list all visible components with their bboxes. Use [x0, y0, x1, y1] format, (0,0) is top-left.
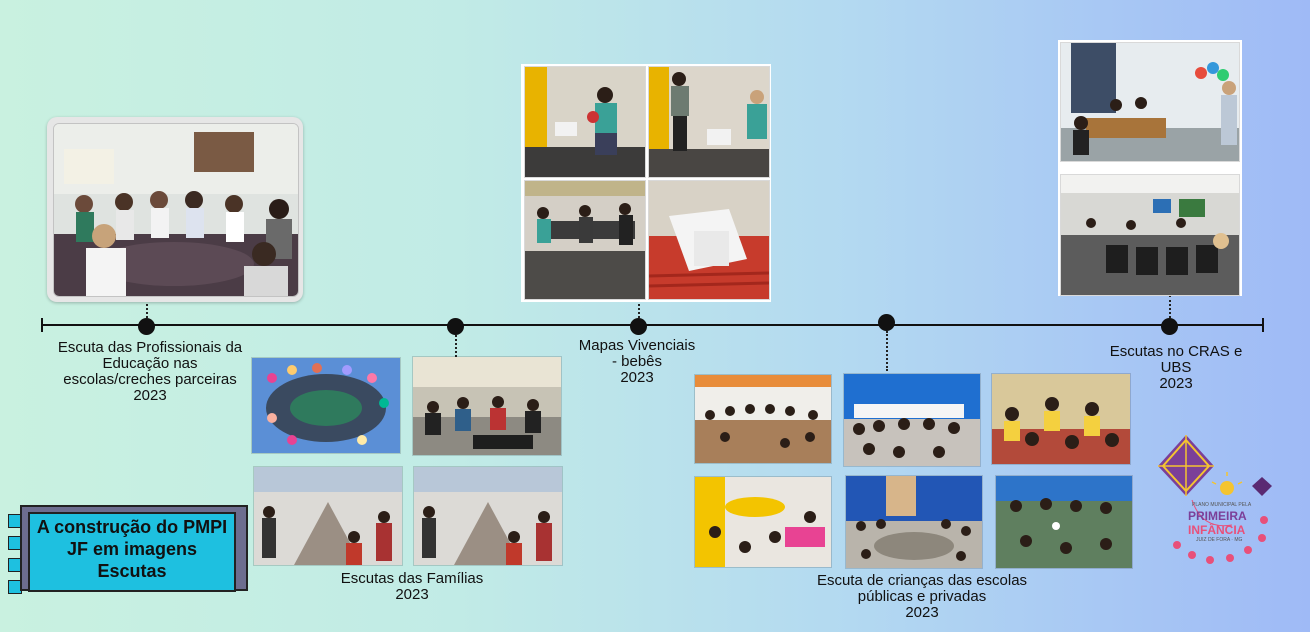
- timeline-end-tick: [1262, 318, 1264, 332]
- timeline-dot-cras: [1161, 318, 1178, 335]
- title-line: Escutas: [97, 561, 167, 581]
- label-professionals-line: Educação nas: [102, 355, 198, 372]
- photo-children-3: [991, 373, 1131, 465]
- label-professionals-year: 2023: [133, 387, 167, 404]
- label-cras-line: Escutas no CRAS e: [1109, 343, 1243, 360]
- title-box: A construção do PMPI JF em imagens Escut…: [28, 512, 236, 592]
- label-professionals-line: Escuta das Profissionais da: [57, 339, 243, 356]
- label-families-line: Escutas das Famílias: [340, 570, 484, 587]
- connector-cras: [1169, 295, 1171, 318]
- label-professionals: Escuta das Profissionais da Educação nas…: [30, 340, 270, 404]
- kite-icon: [1158, 435, 1272, 564]
- timeline-dot-professionals: [138, 318, 155, 335]
- connector-families: [455, 335, 457, 357]
- photo-maps-3: [524, 180, 646, 300]
- label-professionals-line: escolas/creches parceiras: [63, 371, 237, 388]
- photo-families-1: [251, 357, 401, 454]
- label-maps-line: Mapas Vivenciais: [578, 337, 696, 354]
- connector-children: [886, 331, 888, 371]
- photo-maps-2: [648, 66, 770, 178]
- label-children-line: públicas e privadas: [857, 588, 987, 605]
- label-maps-year: 2023: [620, 369, 654, 386]
- logo-caption: PLANO MUNICIPAL PELA: [1192, 502, 1252, 508]
- photo-cras-1: [1060, 42, 1240, 162]
- photo-children-4: [694, 476, 832, 568]
- photo-children-6: [995, 475, 1133, 569]
- timeline-line: [42, 324, 1264, 326]
- timeline-dot-children: [878, 314, 895, 331]
- photo-maps-4: [648, 180, 770, 300]
- label-maps: Mapas Vivenciais - bebês 2023: [557, 338, 717, 386]
- photo-children-2: [843, 373, 981, 467]
- label-cras-year: 2023: [1159, 375, 1193, 392]
- photo-families-3: [253, 466, 403, 566]
- connector-maps: [638, 300, 640, 318]
- timeline-start-tick: [41, 318, 43, 332]
- photo-families-2: [412, 356, 562, 456]
- logo-word-infancia: INFÂNCIA: [1188, 523, 1246, 537]
- label-families-year: 2023: [395, 586, 429, 603]
- connector-professionals: [146, 300, 148, 318]
- label-families: Escutas das Famílias 2023: [312, 571, 512, 603]
- title-line: A construção do PMPI: [36, 517, 228, 537]
- logo-word-primeira: PRIMEIRA: [1188, 509, 1247, 523]
- photo-children-5: [845, 475, 983, 569]
- photo-cras-2: [1060, 174, 1240, 296]
- timeline-dot-families: [447, 318, 464, 335]
- label-cras-line: UBS: [1160, 359, 1192, 376]
- timeline-dot-maps: [630, 318, 647, 335]
- label-cras: Escutas no CRAS e UBS 2023: [1096, 344, 1256, 392]
- label-maps-line: - bebês: [611, 353, 663, 370]
- pmpi-logo: PLANO MUNICIPAL PELA PRIMEIRA INFÂNCIA J…: [1152, 430, 1277, 570]
- photo-children-1: [694, 374, 832, 464]
- photo-maps-1: [524, 66, 646, 178]
- label-children-line: Escuta de crianças das escolas: [816, 572, 1028, 589]
- label-children: Escuta de crianças das escolas públicas …: [786, 573, 1058, 621]
- photo-families-4: [413, 466, 563, 566]
- logo-city: JUIZ DE FORA · MG: [1196, 537, 1243, 543]
- label-children-year: 2023: [905, 604, 939, 621]
- title-line: JF em imagens: [66, 539, 198, 559]
- photo-card-professionals: [47, 117, 303, 302]
- photo-professionals-meeting: [53, 123, 299, 297]
